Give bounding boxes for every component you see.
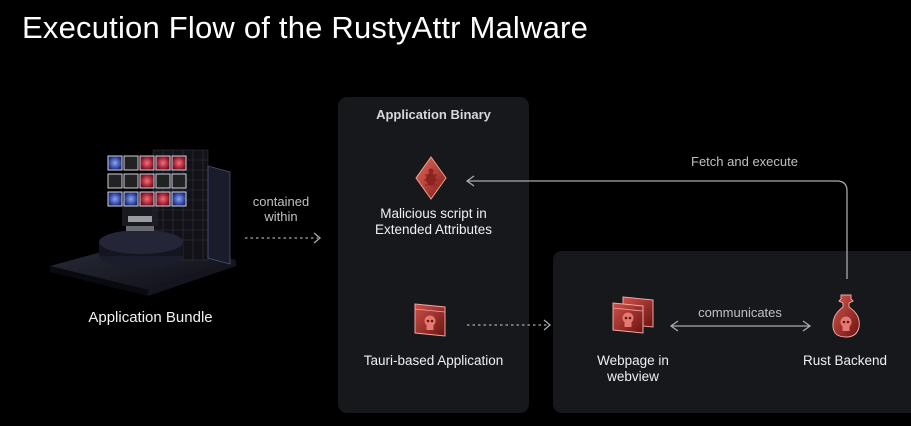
webpage-label: Webpage in webview — [573, 353, 693, 385]
malicious-script-line2: Extended Attributes — [374, 222, 493, 237]
skull-windows-icon — [611, 295, 655, 335]
communicates-arrowhead-right — [802, 320, 812, 332]
contained-within-line1: contained — [252, 194, 310, 209]
contained-within-line2: within — [264, 209, 298, 224]
skull-window-icon — [413, 302, 449, 338]
bug-diamond-icon — [414, 155, 448, 201]
communicates-arrowhead-left — [669, 320, 679, 332]
application-binary-panel: Application Binary — [338, 97, 529, 413]
webpage-line1: Webpage in — [597, 353, 669, 368]
webpage-line2: webview — [607, 369, 659, 384]
rust-backend-label: Rust Backend — [802, 353, 888, 368]
skull-flask-icon — [829, 293, 863, 339]
tauri-to-webpage-arrowhead — [543, 319, 552, 331]
communicates-label: communicates — [698, 305, 782, 320]
contained-within-arrowhead — [313, 232, 322, 244]
application-bundle-label: Application Bundle — [88, 309, 213, 326]
malicious-script-label: Malicious script in Extended Attributes — [345, 206, 522, 238]
fetch-execute-arrowhead — [465, 175, 475, 187]
fetch-execute-label: Fetch and execute — [691, 154, 798, 169]
page-title: Execution Flow of the RustyAttr Malware — [22, 10, 589, 45]
contained-within-label: contained within — [240, 194, 322, 224]
tauri-app-label: Tauri-based Application — [363, 353, 504, 368]
fetch-execute-line — [468, 180, 848, 279]
malicious-script-line1: Malicious script in — [380, 206, 487, 221]
application-binary-title: Application Binary — [376, 107, 491, 122]
server-cube-icon — [48, 146, 240, 296]
